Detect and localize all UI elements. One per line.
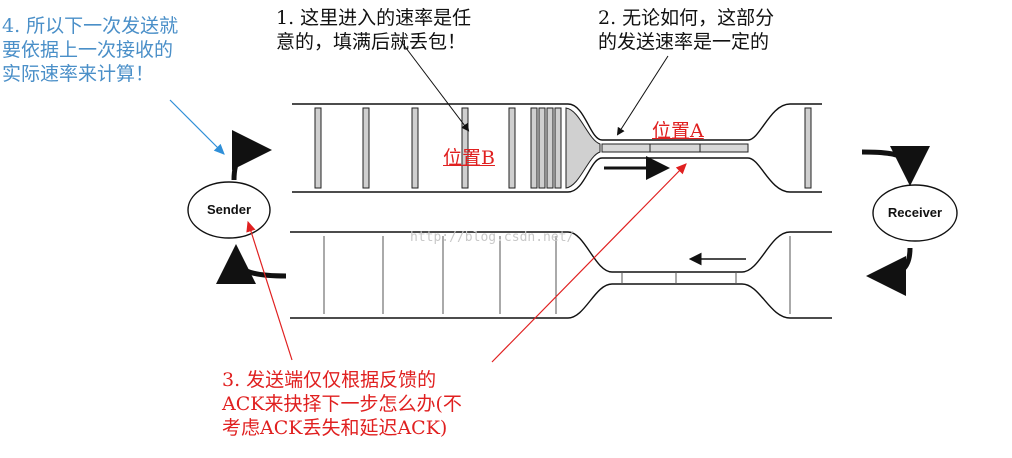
position-a-label: 位置A xyxy=(652,120,704,142)
note3-pointer-pipe xyxy=(491,163,687,363)
note4-line: 实际速率来计算！ xyxy=(2,63,155,85)
note4-text: 4. 所以下一次发送就 要依据上一次接收的 实际速率来计算！ xyxy=(2,14,178,86)
lower-acks xyxy=(323,236,791,314)
note4-pointer xyxy=(169,99,225,155)
note2-line: 的发送速率是一定的 xyxy=(598,31,770,53)
note2-pointer xyxy=(616,55,669,136)
note3-text: 3. 发送端仅仅根据反馈的 ACK来抉择下一步怎么办(不 考虑ACK丢失和延迟A… xyxy=(222,368,462,440)
note1-text: 1. 这里进入的速率是任 意的，填满后就丢包！ xyxy=(276,6,471,54)
queue-funnel xyxy=(565,107,601,189)
bottleneck-packets xyxy=(601,143,749,153)
watermark: http://blog.csdn.net/ xyxy=(410,230,575,245)
note1-line: 意的，填满后就丢包！ xyxy=(276,31,467,53)
note3-line: ACK来抉择下一步怎么办(不 xyxy=(222,393,462,415)
receiver-label: Receiver xyxy=(887,205,943,220)
note1-line: 1. 这里进入的速率是任 xyxy=(276,7,472,29)
note4-line: 要依据上一次接收的 xyxy=(2,39,174,61)
note3-pointer-sender xyxy=(246,220,293,361)
lower-pipe xyxy=(290,231,832,319)
position-b-label: 位置B xyxy=(443,147,495,169)
upper-pipe xyxy=(292,103,822,193)
note4-line: 4. 所以下一次发送就 xyxy=(2,15,179,37)
note3-line: 考虑ACK丢失和延迟ACK) xyxy=(222,417,448,439)
note2-text: 2. 无论如何，这部分 的发送速率是一定的 xyxy=(598,6,774,54)
sender-label: Sender xyxy=(206,202,252,217)
upper-packets xyxy=(314,107,812,189)
flow-curve-arrows xyxy=(216,130,930,296)
note2-line: 2. 无论如何，这部分 xyxy=(598,7,775,29)
note1-pointer xyxy=(399,39,470,132)
note3-line: 3. 发送端仅仅根据反馈的 xyxy=(222,369,437,391)
